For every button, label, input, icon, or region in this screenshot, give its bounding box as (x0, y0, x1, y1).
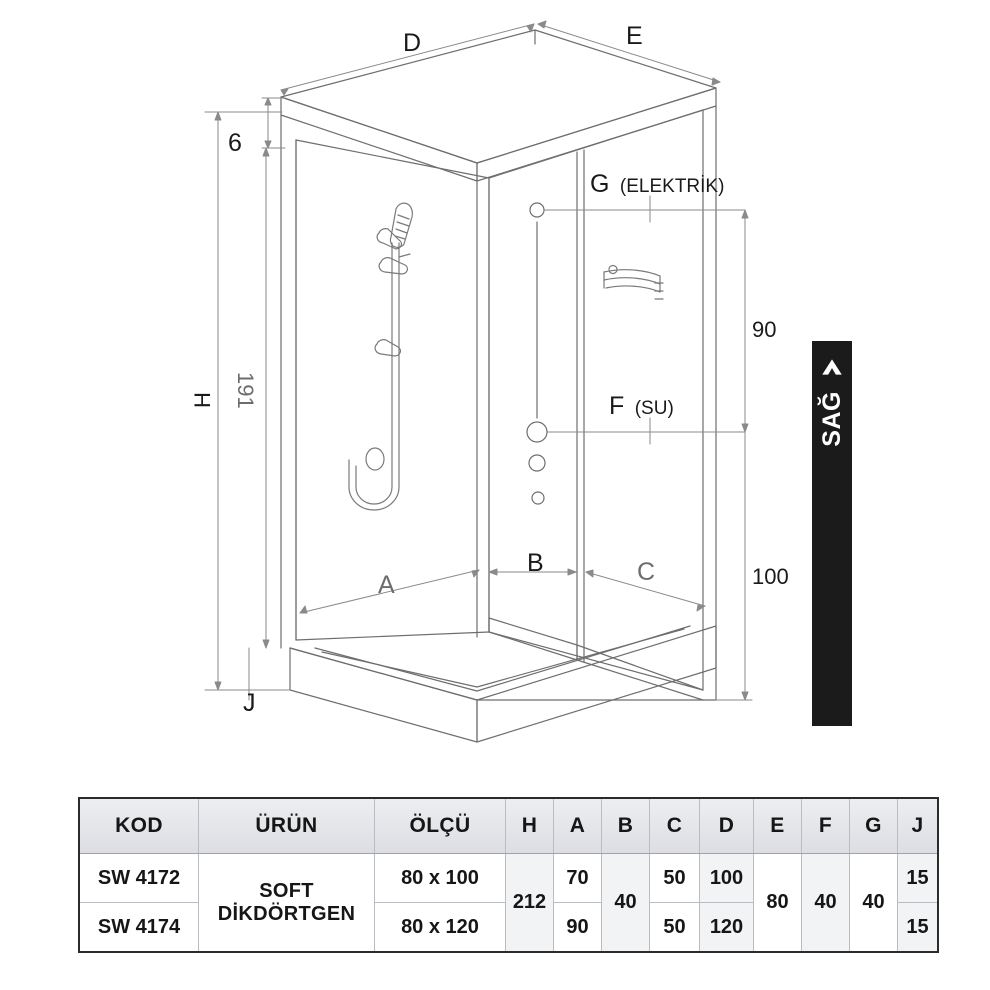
dimension-label-thickness: 6 (228, 129, 242, 157)
cell-olcu: 80 x 100 (374, 853, 506, 903)
electric-note: (ELEKTRİK) (619, 176, 725, 197)
col-header-f: F (801, 797, 850, 854)
cell-b: 40 (601, 853, 650, 953)
electric-letter: G (590, 170, 610, 198)
dimension-label-191: 191 (233, 372, 258, 409)
col-header-kod: KOD (78, 797, 199, 854)
water-letter: F (609, 392, 625, 420)
cell-c: 50 (649, 902, 700, 953)
cell-a: 70 (553, 853, 602, 903)
col-header-j: J (897, 797, 939, 854)
dimension-label-a: A (378, 571, 395, 599)
col-header-h: H (505, 797, 554, 854)
specifications-table: KOD ÜRÜN ÖLÇÜ H A B C D E F G J SW 4172 … (78, 797, 939, 953)
col-header-urun: ÜRÜN (198, 797, 375, 854)
chevron-right-icon (822, 359, 842, 375)
shower-cabin-drawing: D E 6 H 191 A B C J G (ELEKTRİK) F (SU) … (190, 20, 789, 743)
cell-j: 15 (897, 853, 939, 903)
dimension-label-90: 90 (752, 317, 777, 342)
cell-kod: SW 4172 (78, 853, 199, 903)
back-wall-panel (488, 109, 704, 691)
dimension-label-100: 100 (752, 564, 789, 589)
cell-c: 50 (649, 853, 700, 903)
shower-tray (289, 617, 717, 743)
water-note: (SU) (634, 398, 674, 419)
col-header-d: D (699, 797, 754, 854)
cell-e: 80 (753, 853, 802, 953)
table-body: SW 4172 SOFT DİKDÖRTGEN 80 x 100 212 70 … (78, 853, 939, 953)
col-header-olcu: ÖLÇÜ (374, 797, 506, 854)
cabin-isometric-svg (204, 20, 753, 743)
col-header-c: C (649, 797, 700, 854)
cell-urun: SOFT DİKDÖRTGEN (198, 853, 375, 953)
shower-set (348, 202, 414, 511)
cell-h: 212 (505, 853, 554, 953)
dimension-label-e: E (626, 22, 643, 50)
cell-a: 90 (553, 902, 602, 953)
dimension-label-d: D (403, 29, 422, 57)
cell-d: 120 (699, 902, 754, 953)
connection-label-water: F (SU) (609, 394, 674, 419)
dimension-label-j: J (243, 689, 256, 717)
col-header-g: G (849, 797, 898, 854)
cell-f: 40 (801, 853, 850, 953)
cell-g: 40 (849, 853, 898, 953)
dimension-lines (204, 20, 753, 701)
dimension-label-c: C (637, 558, 656, 586)
cell-olcu: 80 x 120 (374, 902, 506, 953)
banner-content: SAĞ (812, 341, 852, 726)
table-head: KOD ÜRÜN ÖLÇÜ H A B C D E F G J (78, 797, 939, 854)
connection-label-electric: G (ELEKTRİK) (590, 172, 724, 197)
col-header-a: A (553, 797, 602, 854)
cell-j: 15 (897, 902, 939, 953)
cell-d: 100 (699, 853, 754, 903)
side-orientation-banner: SAĞ (812, 341, 852, 726)
dimension-label-h: H (190, 392, 215, 408)
table-row: SW 4172 SOFT DİKDÖRTGEN 80 x 100 212 70 … (78, 853, 939, 953)
cabin-body (280, 29, 717, 701)
water-jets (526, 202, 548, 505)
col-header-b: B (601, 797, 650, 854)
cell-kod: SW 4174 (78, 902, 199, 953)
table-header-row: KOD ÜRÜN ÖLÇÜ H A B C D E F G J (78, 797, 939, 854)
corner-shelf (603, 264, 664, 300)
col-header-e: E (753, 797, 802, 854)
left-wall-panel (295, 139, 490, 641)
table-row: SW 4174 80 x 120 90 50 120 15 (78, 902, 939, 953)
ceiling-panel (280, 29, 717, 182)
dimension-label-b: B (527, 549, 544, 577)
banner-label: SAĞ (817, 391, 846, 447)
